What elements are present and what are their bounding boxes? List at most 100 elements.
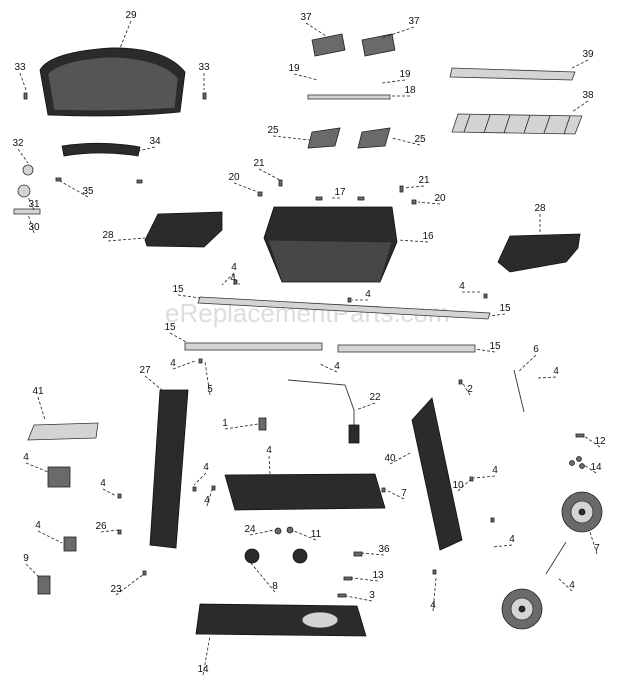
callout-number: 4 bbox=[365, 289, 371, 300]
igniter-24 bbox=[286, 526, 294, 534]
leader-line bbox=[137, 146, 156, 152]
screw-33-right bbox=[202, 92, 207, 100]
regulator bbox=[348, 424, 360, 444]
cart-leg-left bbox=[149, 389, 189, 549]
leader-line bbox=[25, 462, 49, 473]
lid-handle bbox=[61, 142, 141, 157]
callout-number: 28 bbox=[102, 230, 114, 241]
rear-panel bbox=[224, 473, 386, 511]
callout-number: 27 bbox=[139, 365, 151, 376]
cross-brace-front-right bbox=[337, 344, 476, 353]
leader-line bbox=[37, 530, 63, 544]
leader-line bbox=[489, 313, 506, 317]
leader-line bbox=[144, 375, 163, 391]
callout-number: 22 bbox=[369, 392, 381, 403]
callout-number: 32 bbox=[12, 138, 24, 149]
leader-line bbox=[224, 423, 259, 430]
callout-number: 4 bbox=[569, 580, 575, 591]
leader-line bbox=[119, 20, 132, 49]
leader-line bbox=[17, 148, 29, 164]
callout-number: 19 bbox=[288, 63, 300, 74]
leader-line bbox=[305, 22, 327, 37]
bolt-20-left bbox=[257, 191, 263, 197]
part-9 bbox=[353, 551, 363, 557]
callout-number: 19 bbox=[399, 69, 411, 80]
callout-number: 12 bbox=[594, 436, 606, 447]
nut-12c bbox=[579, 463, 585, 469]
callout-number: 14 bbox=[197, 664, 209, 675]
gas-tube bbox=[287, 379, 355, 436]
callout-number: 11 bbox=[311, 529, 322, 540]
callout-number: 2 bbox=[467, 384, 473, 395]
cart-leg-right bbox=[411, 397, 463, 551]
firebox bbox=[263, 206, 398, 283]
cross-brace-front-left bbox=[184, 342, 323, 351]
callout-number: 14 bbox=[590, 462, 602, 473]
callout-number: 17 bbox=[334, 187, 346, 198]
leader-line bbox=[100, 529, 119, 533]
callout-number: 20 bbox=[434, 193, 446, 204]
leader-line bbox=[417, 201, 441, 205]
callout-number: 4 bbox=[231, 262, 237, 273]
cross-brace-rear bbox=[197, 296, 491, 320]
leader-line bbox=[583, 435, 601, 448]
leader-line bbox=[258, 168, 281, 181]
callout-number: 15 bbox=[489, 341, 501, 352]
leader-line bbox=[557, 577, 573, 592]
callout-number: 4 bbox=[35, 520, 41, 531]
leader-line bbox=[293, 73, 319, 81]
leader-line bbox=[115, 573, 145, 596]
clip-7-lower bbox=[37, 575, 51, 595]
callout-number: 4 bbox=[204, 495, 210, 506]
axle bbox=[545, 541, 567, 575]
leader-line bbox=[293, 530, 317, 541]
callout-number: 37 bbox=[300, 12, 312, 23]
grease-tray bbox=[27, 422, 99, 441]
wheel-front bbox=[561, 491, 603, 533]
bolt-17-right bbox=[357, 196, 365, 201]
leader-line bbox=[59, 180, 89, 198]
callout-number: 4 bbox=[334, 361, 340, 372]
cooking-grate bbox=[451, 113, 583, 135]
leader-line bbox=[27, 213, 35, 234]
bezel bbox=[17, 184, 31, 198]
burner-heat-tent-left bbox=[307, 127, 341, 149]
leader-line bbox=[355, 402, 376, 411]
callout-number: 33 bbox=[14, 62, 26, 73]
callout-number: 10 bbox=[452, 480, 464, 491]
callout-number: 41 bbox=[32, 386, 44, 397]
callout-number: 36 bbox=[378, 544, 390, 555]
callout-number: 15 bbox=[172, 284, 184, 295]
callout-number: 4 bbox=[492, 465, 498, 476]
callout-number: 25 bbox=[267, 125, 279, 136]
callout-number: 15 bbox=[164, 322, 176, 333]
callout-number: 4 bbox=[230, 273, 236, 284]
part-10 bbox=[337, 593, 347, 598]
screw-35-right bbox=[136, 179, 143, 184]
leader-line bbox=[268, 455, 271, 475]
callout-number: 20 bbox=[228, 172, 240, 183]
heat-shield-left bbox=[311, 33, 346, 57]
leader-line bbox=[473, 475, 496, 479]
side-shelf-left bbox=[144, 211, 223, 248]
callout-number: 24 bbox=[244, 524, 256, 535]
bracket-22 bbox=[258, 417, 267, 431]
callout-number: 4 bbox=[430, 600, 436, 611]
leader-line bbox=[25, 563, 41, 579]
leader-line bbox=[206, 489, 213, 507]
callout-number: 39 bbox=[582, 49, 594, 60]
leader-line bbox=[432, 577, 437, 612]
bolt-20-right bbox=[411, 199, 417, 205]
callout-number: 6 bbox=[533, 344, 539, 355]
leader-line bbox=[491, 544, 513, 548]
wheel-rear bbox=[501, 588, 543, 630]
callout-number: 4 bbox=[266, 445, 272, 456]
leader-line bbox=[389, 451, 413, 465]
part-8 bbox=[343, 576, 353, 581]
bolt-21-left bbox=[278, 179, 283, 187]
leader-line bbox=[381, 26, 415, 39]
leader-line bbox=[249, 561, 276, 593]
callout-number: 21 bbox=[418, 175, 430, 186]
leader-line bbox=[517, 354, 537, 373]
callout-number: 4 bbox=[23, 452, 29, 463]
